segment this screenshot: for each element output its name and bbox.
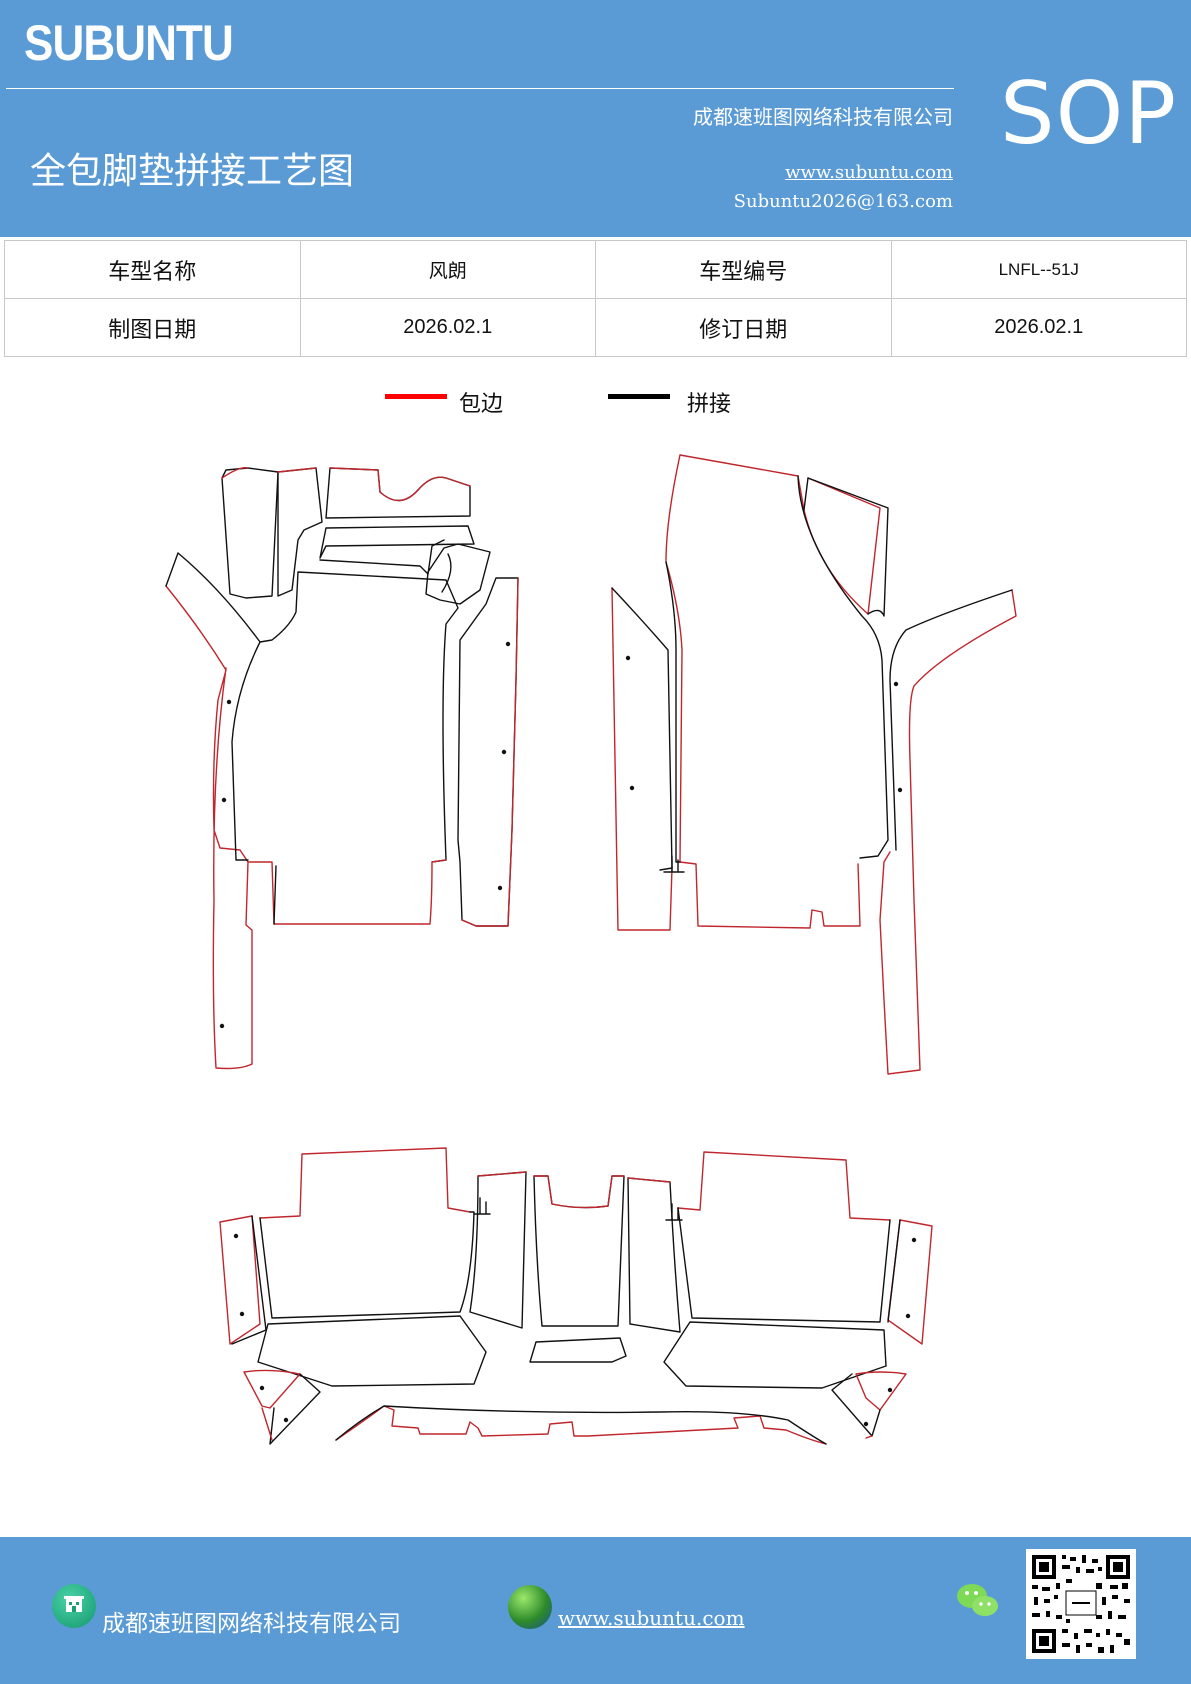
info-table: 车型名称 风朗 车型编号 LNFL--51J 制图日期 2026.02.1 修订… [4, 240, 1187, 357]
rear-bottom-strip [335, 1405, 827, 1445]
wechat-icon[interactable] [955, 1581, 1001, 1621]
building-icon [52, 1584, 96, 1628]
doc-type-label: SOP [1000, 64, 1178, 164]
revision-date-label: 修订日期 [595, 298, 892, 357]
legend-splice-label: 拼接 [687, 392, 732, 417]
revision-date-value: 2026.02.1 [890, 298, 1187, 357]
legend-edge-label: 包边 [459, 392, 504, 417]
front-left-side-strip [165, 585, 253, 1070]
model-code-value: LNFL--51J [890, 240, 1187, 299]
header-divider [6, 88, 954, 89]
qr-code [1026, 1549, 1136, 1659]
rear-right-panel [677, 1151, 891, 1221]
header-email: Subuntu2026@163.com [733, 191, 953, 212]
draw-date-label: 制图日期 [4, 298, 301, 357]
page-title: 全包脚垫拼接工艺图 [30, 151, 355, 192]
rear-left-panel [259, 1147, 471, 1219]
page-header: SUBUNTU 成都速班图网络科技有限公司 全包脚垫拼接工艺图 www.subu… [0, 0, 1191, 237]
footer-website-link[interactable]: www.subuntu.com [558, 1606, 745, 1630]
table-row: 制图日期 2026.02.1 修订日期 2026.02.1 [4, 298, 1187, 357]
model-name-value: 风朗 [299, 240, 596, 299]
footer-company: 成都速班图网络科技有限公司 [102, 1611, 401, 1637]
model-name-label: 车型名称 [4, 240, 301, 299]
front-left-mat [165, 467, 519, 1070]
model-code-label: 车型编号 [595, 240, 892, 299]
page-footer: 成都速班图网络科技有限公司 www.subuntu.com [0, 1537, 1191, 1684]
legend-edge-swatch [385, 394, 447, 399]
rear-mat [219, 1147, 933, 1445]
draw-date-value: 2026.02.1 [299, 298, 596, 357]
header-website-link[interactable]: www.subuntu.com [785, 162, 953, 183]
globe-icon [508, 1585, 552, 1629]
table-row: 车型名称 风朗 车型编号 LNFL--51J [4, 240, 1187, 299]
header-company: 成都速班图网络科技有限公司 [693, 105, 953, 129]
brand-logo: SUBUNTU [24, 15, 234, 71]
front-right-side-strip [879, 589, 1017, 1075]
front-right-mat [611, 454, 1017, 1075]
front-right-left-strip [611, 587, 673, 931]
front-left-main-panel [247, 859, 447, 925]
legend-splice-swatch [608, 394, 670, 399]
front-right-main-panel [665, 454, 881, 929]
